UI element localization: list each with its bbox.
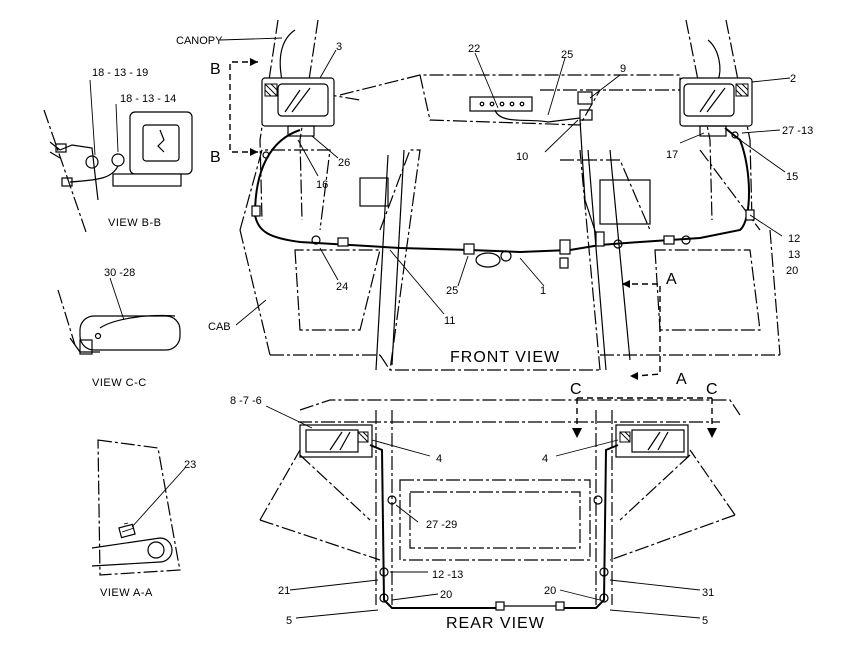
view-c-c: [57, 277, 181, 355]
section-b-bottom: B: [210, 149, 222, 166]
label-part-22: 22: [468, 43, 480, 55]
section-b-top: B: [210, 61, 222, 78]
title-view-a-a: VIEW A-A: [100, 587, 153, 599]
label-18-13-14: 18 - 13 - 14: [120, 93, 176, 105]
label-part-15: 15: [786, 171, 798, 183]
label-part-9: 9: [620, 63, 626, 75]
label-12-13: 12 -13: [432, 569, 463, 581]
label-part-13: 13: [788, 249, 800, 261]
floodlamp-right: [679, 77, 753, 127]
label-part-1: 1: [540, 285, 546, 297]
label-part-3: 3: [336, 41, 342, 53]
label-part-11: 11: [444, 315, 455, 327]
view-a-a: [91, 439, 186, 576]
label-30-28: 30 -28: [104, 267, 135, 279]
section-a-bottom: A: [676, 371, 688, 388]
label-part-10: 10: [516, 151, 528, 163]
label-part-25-top: 25: [561, 49, 573, 61]
section-c-right: C: [706, 381, 719, 398]
label-part-31: 31: [702, 587, 714, 599]
label-part-16: 16: [316, 179, 328, 191]
label-part-12: 12: [788, 233, 800, 245]
label-part-4-left: 4: [436, 453, 442, 465]
title-view-c-c: VIEW C-C: [92, 377, 147, 389]
part-labels: CANOPY CAB 3 2 22 25 9 27 -13 26 16 17 1…: [92, 35, 813, 627]
view-b-b: [43, 79, 193, 233]
label-part-21: 21: [278, 585, 290, 597]
label-part-25-front: 25: [446, 285, 458, 297]
label-8-7-6: 8 -7 -6: [230, 395, 262, 407]
label-part-23: 23: [184, 459, 196, 471]
view-titles: FRONT VIEW REAR VIEW VIEW B-B VIEW C-C V…: [92, 217, 560, 632]
label-18-13-19: 18 - 13 - 19: [92, 67, 148, 79]
label-part-5-left: 5: [286, 615, 292, 627]
label-part-26: 26: [338, 157, 350, 169]
label-part-20-rear-right: 20: [544, 585, 556, 597]
label-part-5-right: 5: [702, 615, 708, 627]
label-canopy: CANOPY: [176, 35, 223, 47]
label-cab: CAB: [208, 321, 231, 333]
label-part-17: 17: [666, 149, 678, 161]
title-front-view: FRONT VIEW: [450, 349, 560, 366]
title-view-b-b: VIEW B-B: [108, 217, 162, 229]
front-view: [219, 19, 791, 380]
label-part-27-13: 27 -13: [782, 125, 813, 137]
label-part-4-right: 4: [542, 453, 548, 465]
label-part-24: 24: [336, 281, 348, 293]
rear-view: [259, 397, 741, 619]
section-a-top: A: [666, 271, 678, 288]
label-part-2: 2: [790, 73, 796, 85]
label-part-20-rear-left: 20: [440, 589, 452, 601]
section-c-left: C: [570, 381, 583, 398]
label-part-20-front: 20: [786, 265, 798, 277]
title-rear-view: REAR VIEW: [446, 615, 545, 632]
label-27-29: 27 -29: [426, 519, 457, 531]
